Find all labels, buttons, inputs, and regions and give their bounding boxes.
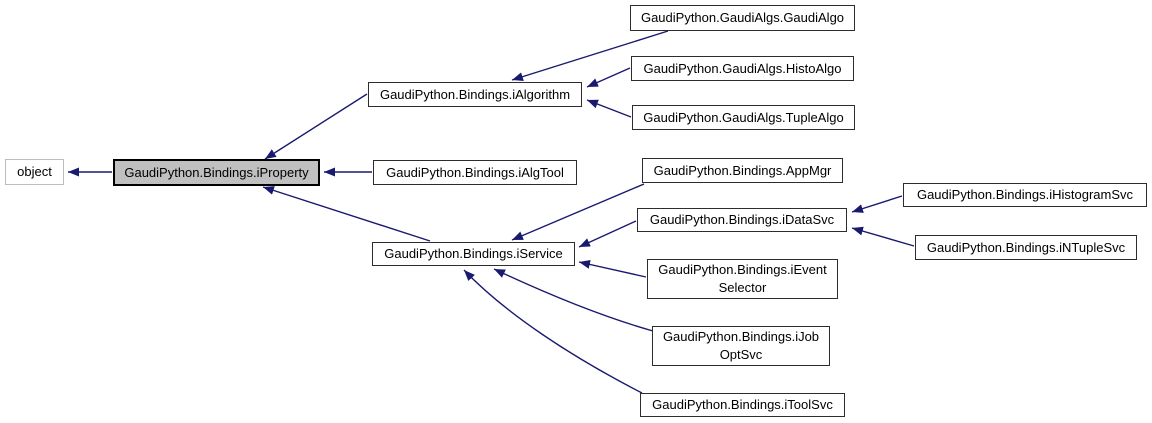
node-iservice[interactable]: GaudiPython.Bindings.iService xyxy=(372,242,575,266)
node-label: GaudiPython.GaudiAlgs.HistoAlgo xyxy=(643,60,842,76)
edge-tuplealgo-to-ialgorithm xyxy=(586,99,632,118)
node-idatasvc[interactable]: GaudiPython.Bindings.iDataSvc xyxy=(637,208,847,232)
node-label: GaudiPython.GaudiAlgs.GaudiAlgo xyxy=(640,10,845,25)
edge-histoalgo-to-ialgorithm xyxy=(586,67,631,88)
edge-ieventselector-to-iservice xyxy=(578,260,647,278)
node-gaudialgo[interactable]: GaudiPython.GaudiAlgs.GaudiAlgo xyxy=(630,5,855,31)
edge-ialgorithm-to-iproperty xyxy=(264,93,368,160)
node-itoolsvc[interactable]: GaudiPython.Bindings.iToolSvc xyxy=(640,393,845,417)
node-label: GaudiPython.Bindings.AppMgr xyxy=(653,162,832,178)
node-intuplesvc[interactable]: GaudiPython.Bindings.iNTupleSvc xyxy=(915,235,1137,260)
node-label: GaudiPython.Bindings.iService xyxy=(384,246,563,261)
node-label: GaudiPython.Bindings.iAlgorithm xyxy=(379,86,571,102)
node-object: object xyxy=(5,159,64,185)
node-ieventselector[interactable]: GaudiPython.Bindings.iEvent Selector xyxy=(647,259,838,299)
node-label: GaudiPython.Bindings.iEvent xyxy=(658,262,827,277)
node-label: GaudiPython.Bindings.iNTupleSvc xyxy=(926,239,1126,255)
edge-ihistogramsvc-to-idatasvc xyxy=(851,195,903,213)
node-ihistogramsvc[interactable]: GaudiPython.Bindings.iHistogramSvc xyxy=(903,183,1147,207)
node-ialgtool[interactable]: GaudiPython.Bindings.iAlgTool xyxy=(373,160,577,185)
node-label: OptSvc xyxy=(719,347,763,362)
edge-intuplesvc-to-idatasvc xyxy=(851,226,915,247)
edge-gaudialgo-to-ialgorithm xyxy=(511,30,669,81)
node-label: GaudiPython.Bindings.iDataSvc xyxy=(649,212,835,227)
edge-itoolsvc-to-iservice xyxy=(463,269,643,394)
node-label: GaudiPython.Bindings.iJob xyxy=(662,329,820,344)
edge-iservice-to-iproperty xyxy=(262,186,431,242)
node-label: GaudiPython.GaudiAlgs.TupleAlgo xyxy=(643,109,844,125)
edge-appmgr-to-iservice xyxy=(511,183,645,241)
node-label: Selector xyxy=(718,280,767,295)
edge-ijoboptsvc-to-iservice xyxy=(493,268,654,332)
node-label: GaudiPython.Bindings.iHistogramSvc xyxy=(916,187,1134,202)
node-histoalgo[interactable]: GaudiPython.GaudiAlgs.HistoAlgo xyxy=(631,56,854,81)
node-label: GaudiPython.Bindings.iAlgTool xyxy=(386,164,564,180)
node-label: GaudiPython.Bindings.iProperty xyxy=(124,164,309,180)
node-label: object xyxy=(17,164,52,179)
edge-idatasvc-to-iservice xyxy=(578,220,637,248)
node-tuplealgo[interactable]: GaudiPython.GaudiAlgs.TupleAlgo xyxy=(632,105,855,130)
node-label: GaudiPython.Bindings.iToolSvc xyxy=(652,397,833,412)
node-appmgr[interactable]: GaudiPython.Bindings.AppMgr xyxy=(642,158,843,183)
node-ijoboptsvc[interactable]: GaudiPython.Bindings.iJob OptSvc xyxy=(652,326,830,366)
node-ialgorithm[interactable]: GaudiPython.Bindings.iAlgorithm xyxy=(368,82,582,107)
node-iproperty: GaudiPython.Bindings.iProperty xyxy=(113,159,320,186)
